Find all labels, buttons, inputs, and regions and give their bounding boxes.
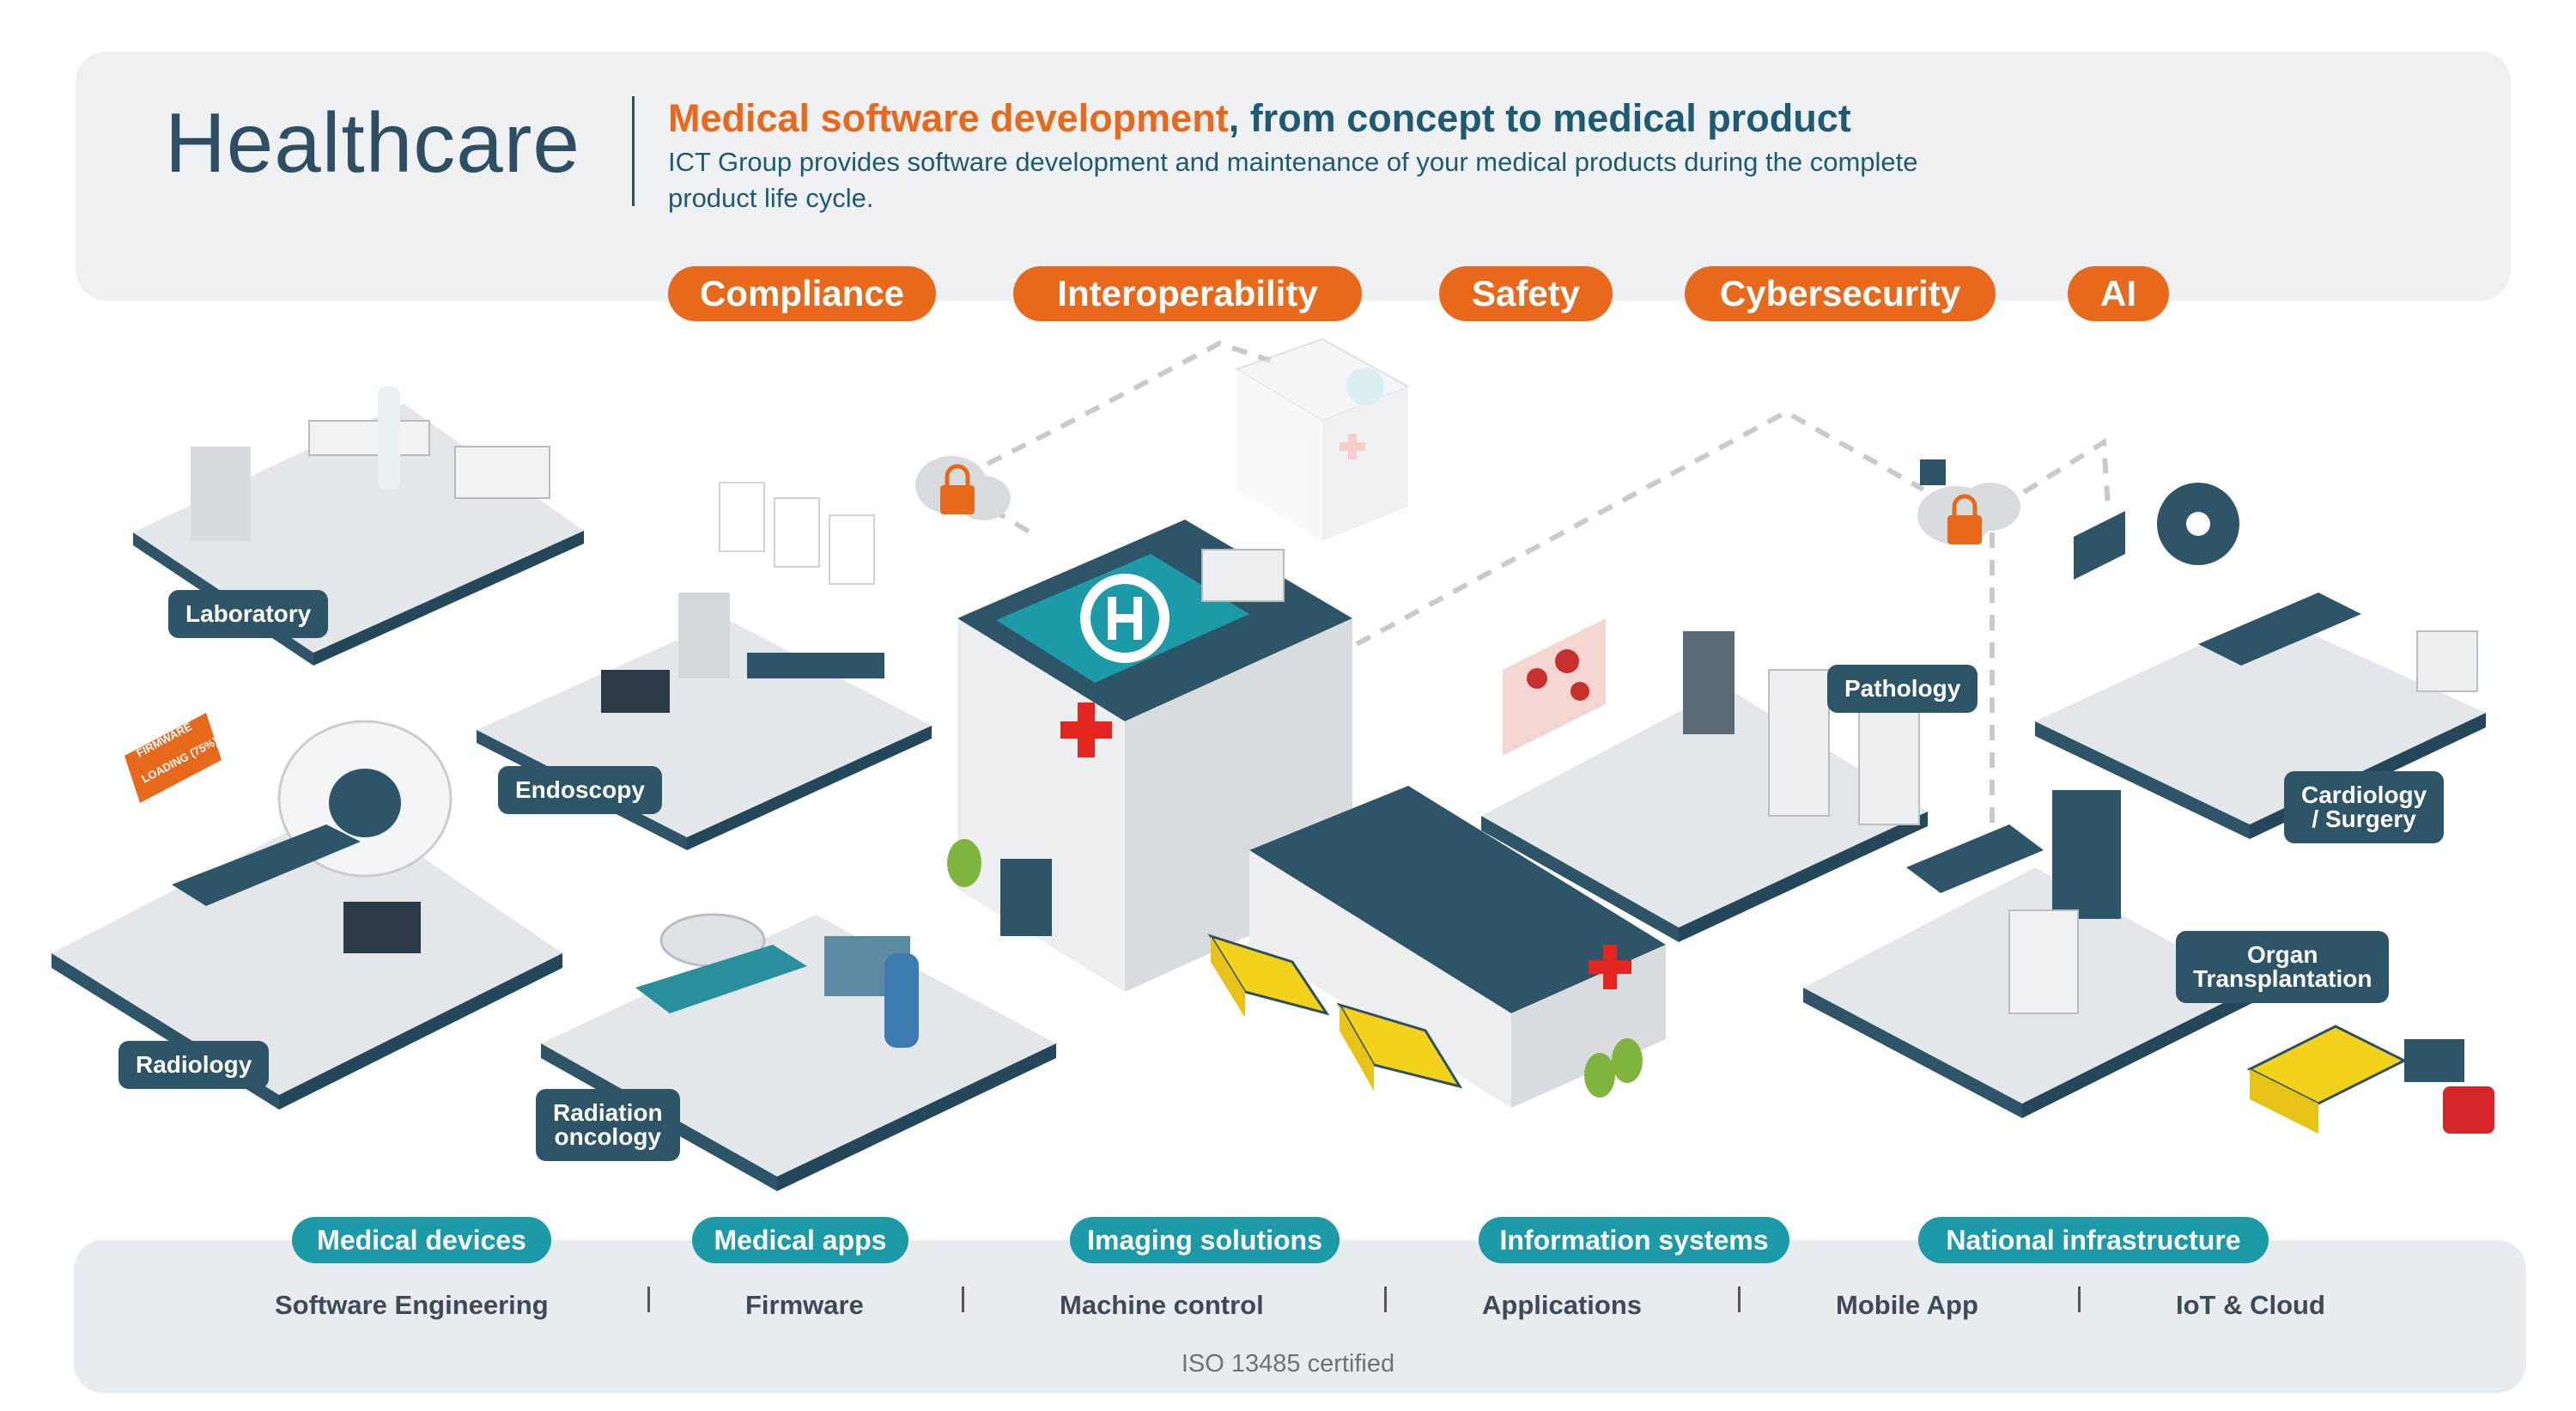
market-medical-apps[interactable]: Medical apps <box>692 1217 908 1263</box>
service-separator <box>2078 1286 2081 1312</box>
title-divider <box>632 96 635 206</box>
service-iot-cloud: IoT & Cloud <box>2176 1290 2325 1320</box>
topic-ai[interactable]: AI <box>2068 266 2169 321</box>
label-cardiology-surgery: Cardiology/ Surgery <box>2284 771 2445 843</box>
label-radiation-oncology-line1: Radiation <box>553 1099 663 1126</box>
headline-accent: Medical software development <box>668 96 1229 140</box>
page-title: Healthcare <box>165 95 580 190</box>
network-lines <box>943 340 2111 824</box>
service-separator <box>647 1286 650 1312</box>
radiology-scene: FIRMWARE LOADING (75%) <box>52 713 562 1110</box>
footer-panel <box>74 1240 2526 1393</box>
service-separator <box>1384 1286 1387 1312</box>
ambulance-center <box>1336 1002 1463 1091</box>
background-clinic <box>1234 338 1411 541</box>
topic-cybersecurity[interactable]: Cybersecurity <box>1685 266 1996 321</box>
label-endoscopy: Endoscopy <box>498 766 662 814</box>
service-machine-control: Machine control <box>1060 1290 1264 1320</box>
label-organ-line2: Transplantation <box>2193 965 2372 992</box>
service-separator <box>1738 1286 1741 1312</box>
label-organ-line1: Organ <box>2247 941 2318 968</box>
topic-safety[interactable]: Safety <box>1439 266 1613 321</box>
service-applications: Applications <box>1482 1290 1643 1320</box>
certification-note: ISO 13485 certified <box>1181 1350 1395 1378</box>
topic-interoperability[interactable]: Interoperability <box>1013 266 1362 321</box>
market-imaging-solutions[interactable]: Imaging solutions <box>1070 1217 1340 1263</box>
label-radiology: Radiology <box>118 1041 270 1089</box>
market-information-systems[interactable]: Information systems <box>1479 1217 1789 1263</box>
subline: ICT Group provides software development … <box>668 147 1918 213</box>
trees <box>947 839 1643 1098</box>
label-pathology: Pathology <box>1827 665 1978 713</box>
label-cardiology-line2: / Surgery <box>2312 806 2416 832</box>
cloud-lock-icon-left <box>915 456 1011 520</box>
ambulance-left <box>1207 934 1330 1018</box>
topic-compliance[interactable]: Compliance <box>668 266 936 321</box>
service-mobile-app: Mobile App <box>1836 1290 1978 1320</box>
service-software-engineering: Software Engineering <box>275 1290 549 1320</box>
label-cardiology-line1: Cardiology <box>2301 782 2427 808</box>
service-firmware: Firmware <box>745 1290 864 1320</box>
service-separator <box>962 1286 964 1312</box>
organ-transplantation-scene <box>1803 790 2254 1118</box>
headline: Medical software development, from conce… <box>668 96 1851 141</box>
pathology-scene <box>1481 618 1928 942</box>
ambulance-right <box>2246 1025 2494 1134</box>
headline-rest: , from concept to medical product <box>1228 96 1851 140</box>
market-national-infrastructure[interactable]: National infrastructure <box>1918 1217 2269 1263</box>
market-medical-devices[interactable]: Medical devices <box>292 1217 551 1263</box>
secondary-building <box>1249 786 1666 1108</box>
label-laboratory: Laboratory <box>168 590 329 638</box>
label-radiation-oncology-line2: oncology <box>554 1123 661 1150</box>
header-panel <box>76 52 2511 301</box>
hospital-illustration: FIRMWARE LOADING (75%) <box>52 338 2494 1191</box>
cloud-lock-icon-right <box>1917 459 2020 544</box>
